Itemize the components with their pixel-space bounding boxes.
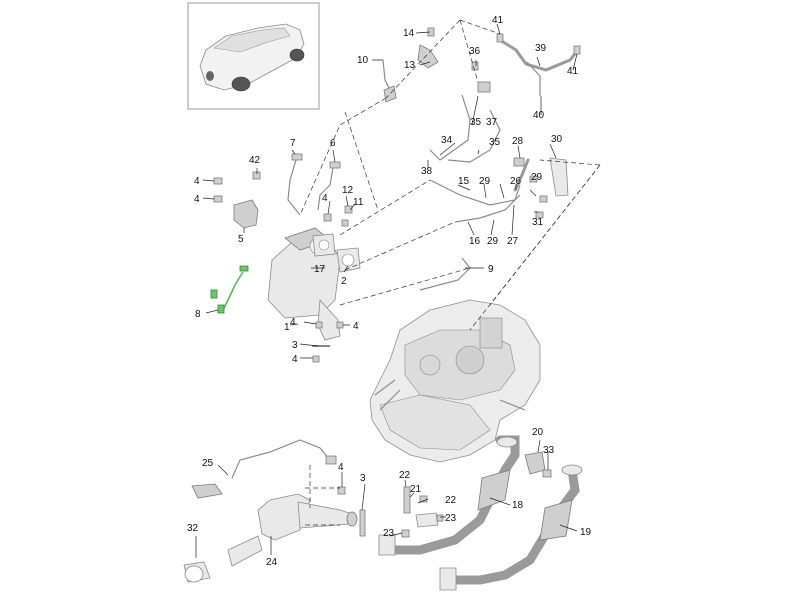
callout-9[interactable]: 9	[488, 264, 494, 275]
callout-21[interactable]: 21	[410, 484, 422, 495]
callout-26[interactable]: 26	[510, 176, 522, 187]
callout-29[interactable]: 29	[479, 176, 491, 187]
mid-right-lines[interactable]	[429, 157, 569, 223]
callout-13[interactable]: 13	[404, 60, 416, 71]
callout-24[interactable]: 24	[266, 557, 278, 568]
callout-36[interactable]: 36	[469, 46, 481, 57]
callout-32[interactable]: 32	[187, 523, 199, 534]
callout-7[interactable]: 7	[290, 138, 296, 149]
callout-10[interactable]: 10	[357, 55, 369, 66]
pipe-clamp[interactable]	[183, 561, 211, 583]
engine-block	[369, 299, 541, 463]
callout-4[interactable]: 4	[194, 194, 200, 205]
callout-29[interactable]: 29	[531, 172, 543, 183]
callout-12[interactable]: 12	[342, 185, 354, 196]
callout-35[interactable]: 35	[489, 137, 501, 148]
callout-4[interactable]: 4	[194, 176, 200, 187]
callout-23[interactable]: 23	[445, 513, 457, 524]
callout-15[interactable]: 15	[458, 176, 470, 187]
front-exhaust-pipe-right[interactable]	[439, 464, 583, 591]
callout-4[interactable]: 4	[290, 317, 296, 328]
reference-lines	[299, 19, 601, 526]
callout-3[interactable]: 3	[360, 473, 366, 484]
leader-lines	[195, 23, 578, 558]
mounting-bracket[interactable]	[524, 451, 552, 478]
car-suv-icon	[199, 23, 305, 92]
callout-4[interactable]: 4	[338, 462, 344, 473]
callout-31[interactable]: 31	[532, 217, 544, 228]
callout-37[interactable]: 37	[486, 117, 498, 128]
callout-23[interactable]: 23	[383, 528, 395, 539]
callout-22[interactable]: 22	[399, 470, 411, 481]
callout-8[interactable]: 8	[195, 309, 201, 320]
callout-41[interactable]: 41	[492, 15, 504, 26]
upper-line-assembly[interactable]	[382, 27, 439, 103]
fasteners[interactable]	[213, 171, 353, 363]
lower-catalytic-converter[interactable]	[227, 493, 358, 567]
vacuum-hose-highlighted[interactable]	[210, 265, 249, 314]
callout-labels: 1 2 3 3 4 4 4 4 4 4 4 5 6 7 8 9 10 11 12…	[187, 15, 592, 568]
callout-4[interactable]: 4	[322, 193, 328, 204]
callout-6[interactable]: 6	[330, 138, 336, 149]
callout-1[interactable]: 1	[284, 322, 290, 333]
vehicle-thumbnail[interactable]	[187, 2, 320, 110]
callout-3[interactable]: 3	[292, 340, 298, 351]
callout-2[interactable]: 2	[341, 276, 347, 287]
callout-19[interactable]: 19	[580, 527, 592, 538]
callout-4[interactable]: 4	[292, 354, 298, 365]
callout-35[interactable]: 35	[470, 117, 482, 128]
callout-42[interactable]: 42	[249, 155, 261, 166]
callout-4[interactable]: 4	[353, 321, 359, 332]
callout-25[interactable]: 25	[202, 458, 214, 469]
lower-oxygen-sensor[interactable]	[191, 439, 337, 499]
callout-5[interactable]: 5	[238, 234, 244, 245]
oxygen-sensor[interactable]	[287, 153, 471, 291]
front-exhaust-pipe-left[interactable]	[378, 435, 520, 556]
callout-28[interactable]: 28	[512, 136, 524, 147]
callout-39[interactable]: 39	[535, 43, 547, 54]
callout-20[interactable]: 20	[532, 427, 544, 438]
callout-18[interactable]: 18	[512, 500, 524, 511]
callout-29[interactable]: 29	[487, 236, 499, 247]
callout-38[interactable]: 38	[421, 166, 433, 177]
upper-right-lines[interactable]	[429, 33, 581, 163]
lower-fasteners[interactable]	[337, 486, 366, 537]
callout-14[interactable]: 14	[403, 28, 415, 39]
callout-11[interactable]: 11	[353, 197, 364, 208]
callout-16[interactable]: 16	[469, 236, 481, 247]
callout-30[interactable]: 30	[551, 134, 563, 145]
bolts[interactable]	[401, 486, 444, 538]
callout-27[interactable]: 27	[507, 236, 519, 247]
callout-34[interactable]: 34	[441, 135, 453, 146]
callout-41[interactable]: 41	[567, 66, 579, 77]
callout-33[interactable]: 33	[543, 445, 555, 456]
callout-22[interactable]: 22	[445, 495, 457, 506]
bracket[interactable]	[233, 199, 259, 229]
callout-17[interactable]: 17	[314, 264, 326, 275]
callout-40[interactable]: 40	[533, 110, 545, 121]
